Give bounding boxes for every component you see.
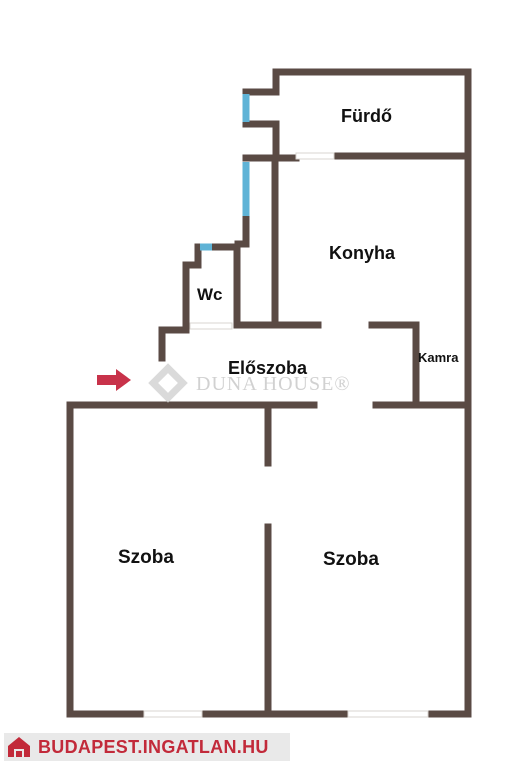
house-logo-icon xyxy=(8,737,30,757)
room-label-kamra: Kamra xyxy=(418,350,459,365)
footer-banner: BUDAPEST.INGATLAN.HU xyxy=(4,733,290,761)
window-szoba-left xyxy=(143,710,203,718)
duna-house-logo xyxy=(148,363,188,403)
room-label-eloszoba: Előszoba xyxy=(228,358,308,378)
windows xyxy=(200,94,250,251)
openings xyxy=(143,152,429,718)
room-label-furdo: Fürdő xyxy=(341,106,392,126)
footer-site-text: BUDAPEST.INGATLAN.HU xyxy=(38,736,269,757)
arrow-right-icon xyxy=(97,369,131,391)
window-szoba-right xyxy=(347,710,429,718)
room-label-wc: Wc xyxy=(197,285,223,304)
room-label-szoba-left: Szoba xyxy=(118,547,174,568)
room-label-konyha: Konyha xyxy=(329,243,396,263)
door-wc xyxy=(189,322,233,330)
walls xyxy=(66,68,472,718)
room-label-szoba-right: Szoba xyxy=(323,549,379,570)
door-furdo xyxy=(295,152,335,160)
watermark-text: DUNA HOUSE® xyxy=(196,373,351,395)
